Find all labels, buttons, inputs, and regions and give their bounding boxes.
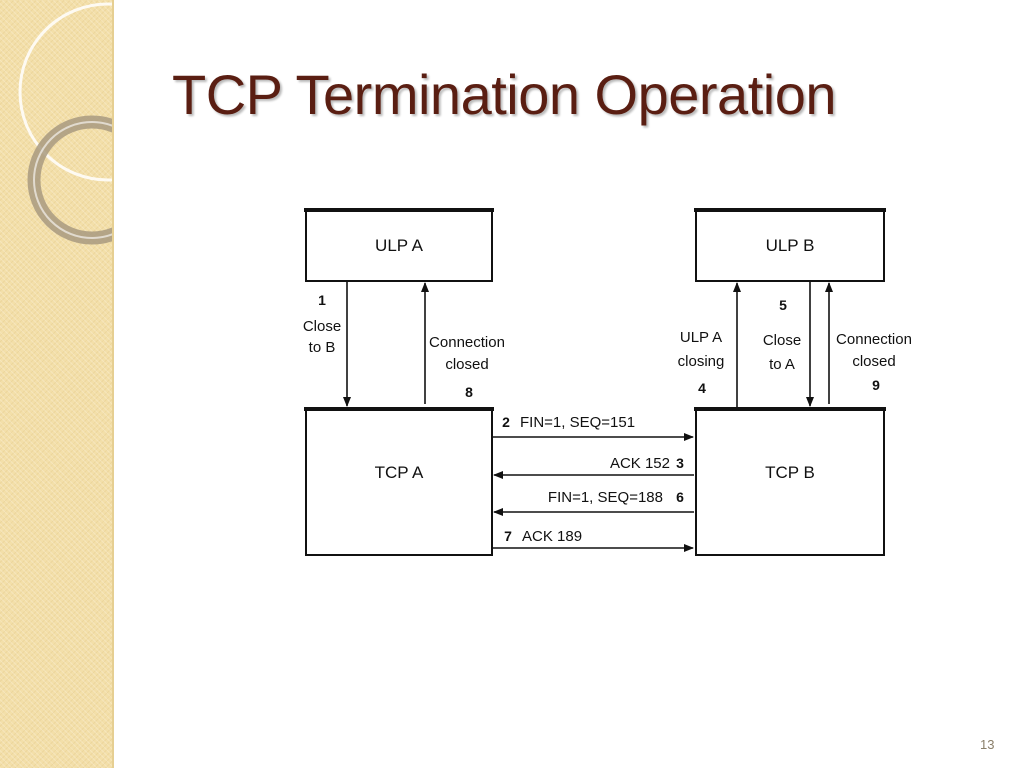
slide-title: TCP Termination Operation: [172, 63, 836, 126]
step-8-label-line-2: closed: [445, 356, 488, 373]
step-5-label-line-2: to A: [769, 356, 795, 373]
step-7-number: 7: [504, 528, 512, 544]
decorative-sidebar: [0, 0, 114, 768]
step-4-number: 4: [698, 380, 706, 396]
step-9-label-line-2: closed: [852, 353, 895, 370]
step-3-label: ACK 152: [610, 455, 670, 472]
step-6-label: FIN=1, SEQ=188: [548, 489, 663, 506]
ulp-b-box: ULP B: [694, 208, 886, 282]
slide-page-number: 13: [980, 737, 995, 752]
ulp-b-label: ULP B: [766, 236, 815, 255]
step-9-number: 9: [872, 377, 880, 393]
step-8-label-line-1: Connection: [429, 334, 505, 351]
step-4-label-line-1: ULP A: [680, 329, 722, 346]
step-2-label: FIN=1, SEQ=151: [520, 414, 635, 431]
step-1-number: 1: [318, 292, 326, 308]
step-1-label-line-2: to B: [309, 339, 336, 356]
decorative-circles-graphic: [18, 2, 112, 245]
tcp-b-label: TCP B: [765, 463, 815, 482]
ulp-a-label: ULP A: [375, 236, 424, 255]
tcp-a-box: TCP A: [304, 407, 494, 556]
step-6-number: 6: [676, 489, 684, 505]
tcp-b-box: TCP B: [694, 407, 886, 556]
step-5-label-line-1: Close: [763, 332, 801, 349]
step-1-label-line-1: Close: [303, 318, 341, 335]
ulp-a-box: ULP A: [304, 208, 494, 282]
step-8-number: 8: [465, 384, 473, 400]
step-9-label-line-1: Connection: [836, 331, 912, 348]
step-7-label: ACK 189: [522, 528, 582, 545]
step-2-number: 2: [502, 414, 510, 430]
step-4-label-line-2: closing: [678, 353, 725, 370]
tcp-a-label: TCP A: [375, 463, 424, 482]
step-3-number: 3: [676, 455, 684, 471]
step-5-number: 5: [779, 297, 787, 313]
